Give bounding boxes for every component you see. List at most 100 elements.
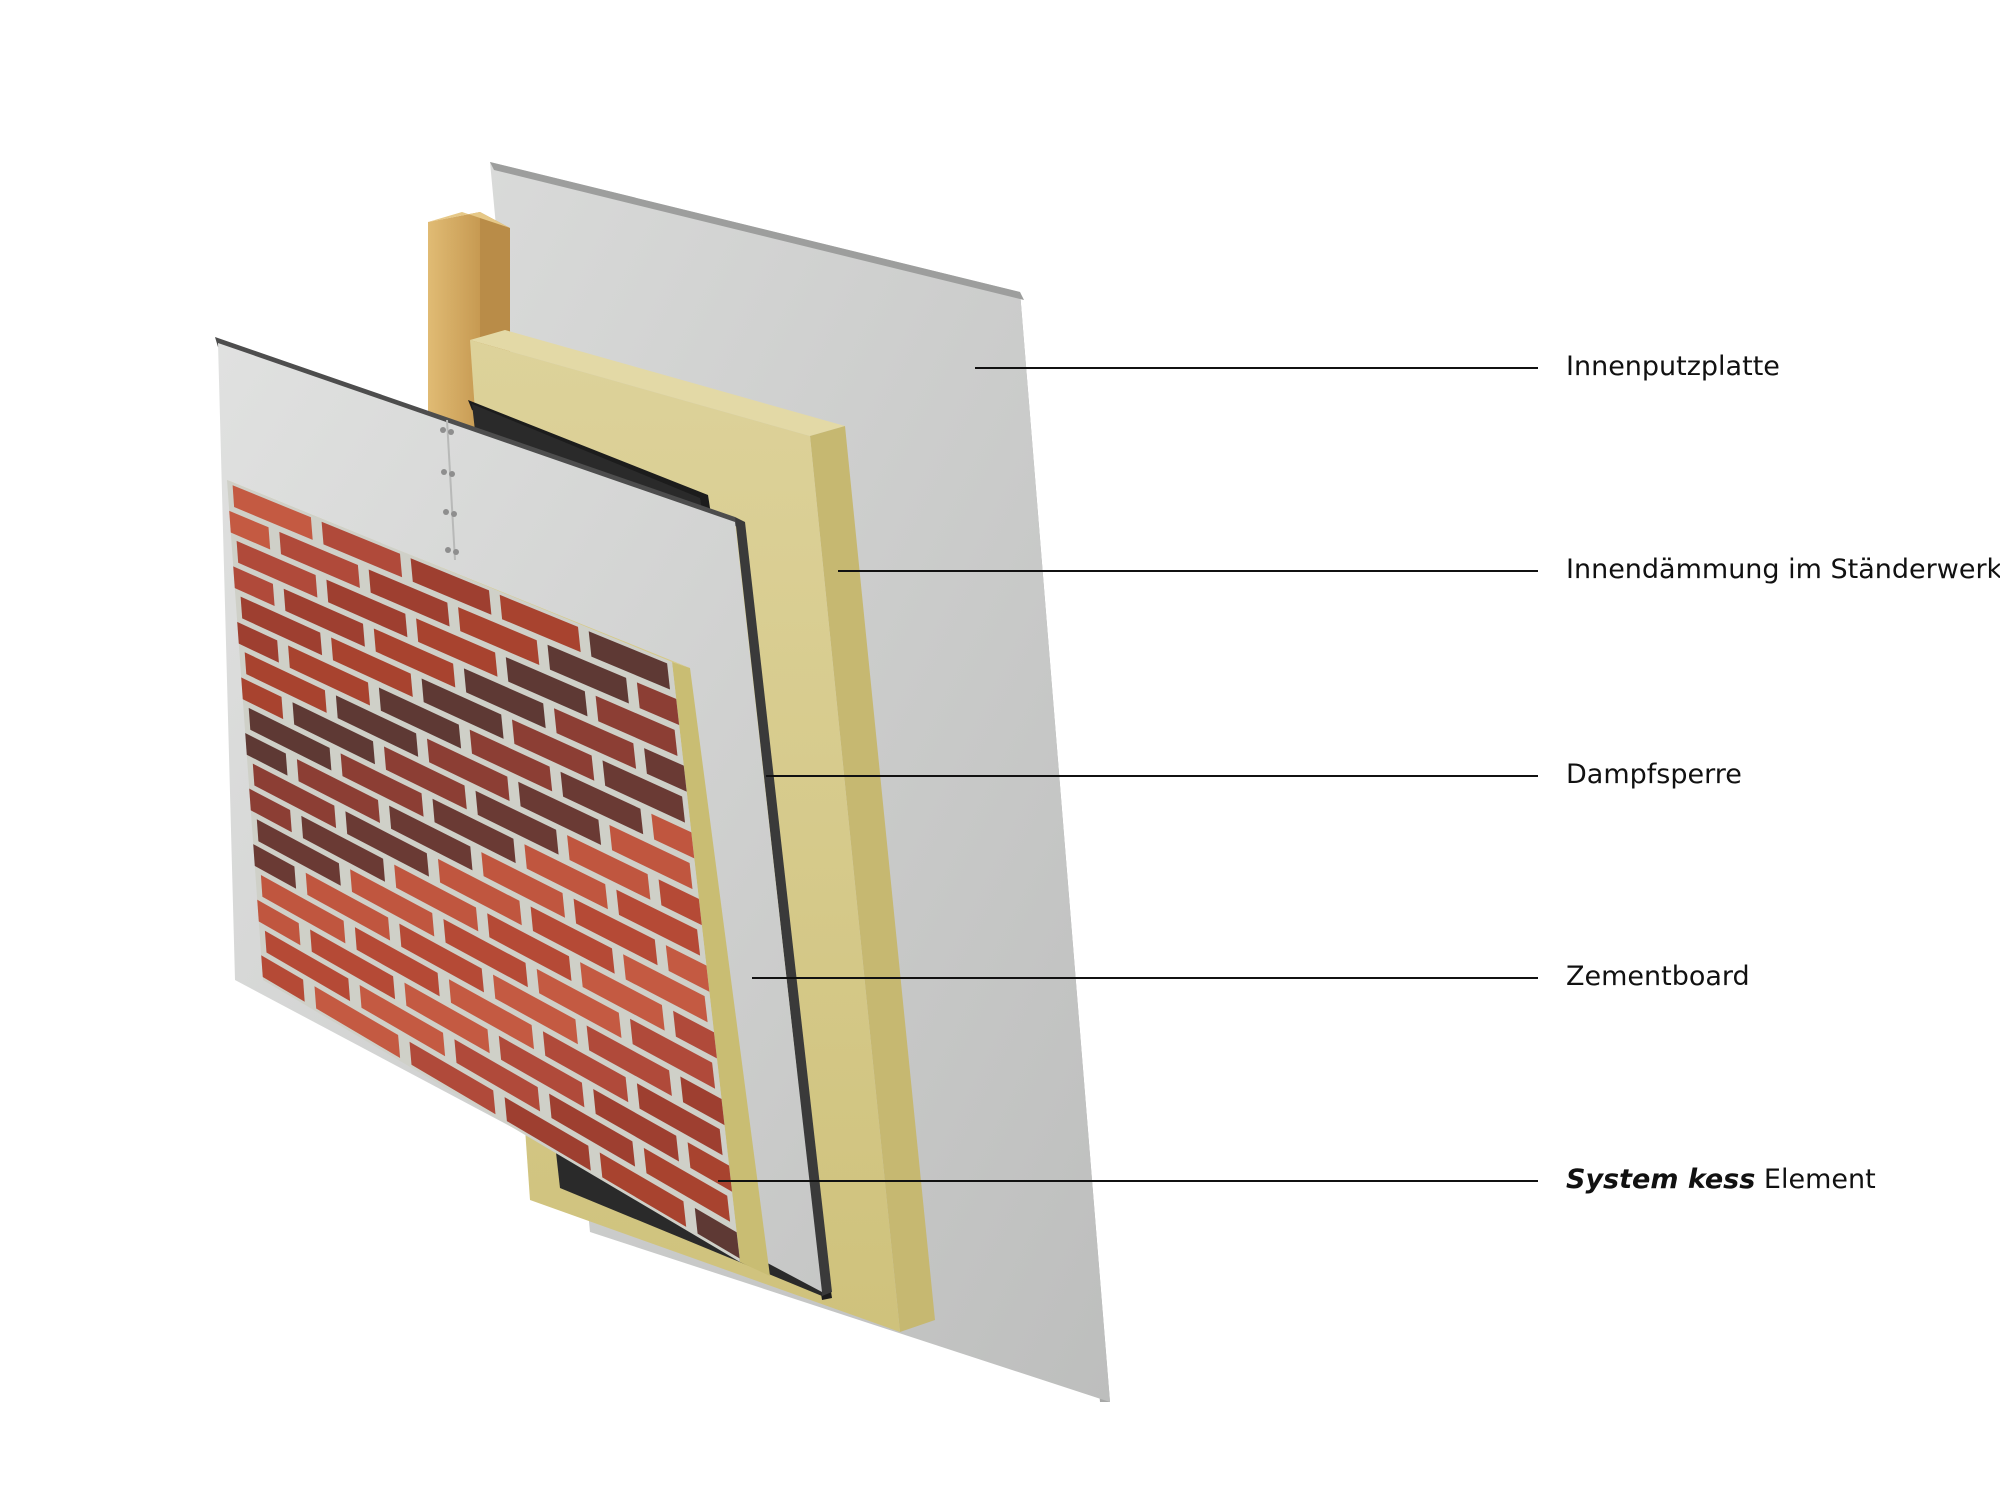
brick — [410, 558, 492, 615]
brick — [463, 668, 546, 729]
brick — [409, 1041, 496, 1115]
brick — [301, 815, 385, 882]
board-screws — [440, 427, 459, 555]
brick — [389, 805, 473, 871]
brick — [586, 1025, 672, 1096]
brick — [609, 825, 693, 890]
brick — [518, 781, 602, 845]
label-innenputzplatte: Innenputzplatte — [1566, 351, 1780, 382]
brick — [636, 1083, 723, 1156]
label-zementboard: Zementboard — [1566, 961, 1750, 992]
brick — [373, 628, 456, 688]
brick — [248, 707, 332, 771]
brick — [530, 906, 615, 974]
brick — [227, 556, 275, 606]
brick — [244, 652, 327, 713]
brick — [694, 1207, 740, 1262]
brick — [512, 719, 595, 781]
brick — [599, 1152, 687, 1227]
brick — [454, 1039, 541, 1112]
brick — [487, 913, 572, 981]
brick — [340, 753, 424, 817]
brick — [296, 759, 380, 823]
brick — [236, 540, 318, 598]
brick — [359, 985, 446, 1057]
brick — [416, 618, 498, 677]
brick — [399, 923, 484, 993]
timber-stud-top — [428, 212, 510, 228]
cement-board-side — [735, 517, 832, 1296]
brick — [547, 644, 629, 704]
brick — [560, 771, 644, 835]
brick — [292, 702, 375, 765]
label-system-kess-rest: Element — [1755, 1164, 1876, 1195]
brick — [504, 1097, 591, 1171]
cement-board-joint — [446, 419, 456, 561]
brick — [549, 1093, 636, 1167]
brick — [448, 979, 534, 1050]
brick — [542, 1031, 629, 1103]
brick — [252, 763, 337, 829]
brick — [279, 531, 360, 588]
brick — [264, 930, 351, 1002]
interior-board-top-edge — [490, 162, 1024, 300]
brick — [498, 1035, 585, 1108]
brick — [567, 835, 651, 900]
insulation-side — [810, 426, 935, 1332]
brick — [643, 1147, 731, 1222]
brick — [475, 790, 559, 855]
brick — [335, 695, 419, 757]
kess-element-edge — [672, 662, 770, 1276]
brick — [616, 889, 701, 956]
brick — [602, 760, 685, 823]
brick — [205, 474, 223, 503]
brick — [588, 631, 670, 690]
brick — [443, 919, 528, 988]
brick — [232, 485, 313, 540]
brick — [580, 962, 665, 1031]
brick — [421, 678, 504, 739]
brick — [524, 844, 608, 910]
brick — [305, 872, 391, 941]
brick — [326, 579, 408, 638]
brick — [573, 898, 658, 966]
brick — [438, 858, 522, 926]
brick — [499, 594, 581, 653]
brick — [595, 695, 678, 756]
insulation-top — [470, 330, 845, 436]
brick — [630, 1018, 716, 1089]
brick — [256, 819, 341, 886]
brick — [240, 596, 323, 656]
brick — [350, 869, 435, 937]
brick — [394, 864, 479, 932]
label-system-kess-emphasis: System kess — [1566, 1164, 1756, 1195]
brick — [481, 852, 565, 918]
brick — [368, 569, 450, 627]
brick — [378, 687, 462, 749]
brick — [493, 974, 578, 1045]
brick — [283, 588, 365, 647]
brick — [227, 501, 271, 550]
label-dampfsperre: Dampfsperre — [1566, 759, 1742, 790]
leader-lines — [718, 367, 1538, 1182]
brick — [384, 746, 467, 810]
brick — [260, 875, 346, 944]
brick — [310, 929, 396, 1000]
brick — [345, 811, 429, 877]
brick — [505, 657, 588, 717]
brick — [432, 798, 516, 864]
brick — [554, 708, 637, 769]
brick — [288, 645, 370, 706]
brick — [536, 968, 622, 1038]
brick — [469, 729, 553, 792]
label-system-kess-element: System kess Element — [1566, 1166, 1876, 1193]
brick — [314, 986, 401, 1058]
brick — [427, 738, 510, 801]
label-innendaemmung: Innendämmung im Ständerwerk — [1566, 554, 2000, 585]
brick — [354, 927, 440, 997]
brick — [623, 954, 708, 1023]
brick — [458, 607, 540, 665]
brick — [593, 1089, 679, 1162]
